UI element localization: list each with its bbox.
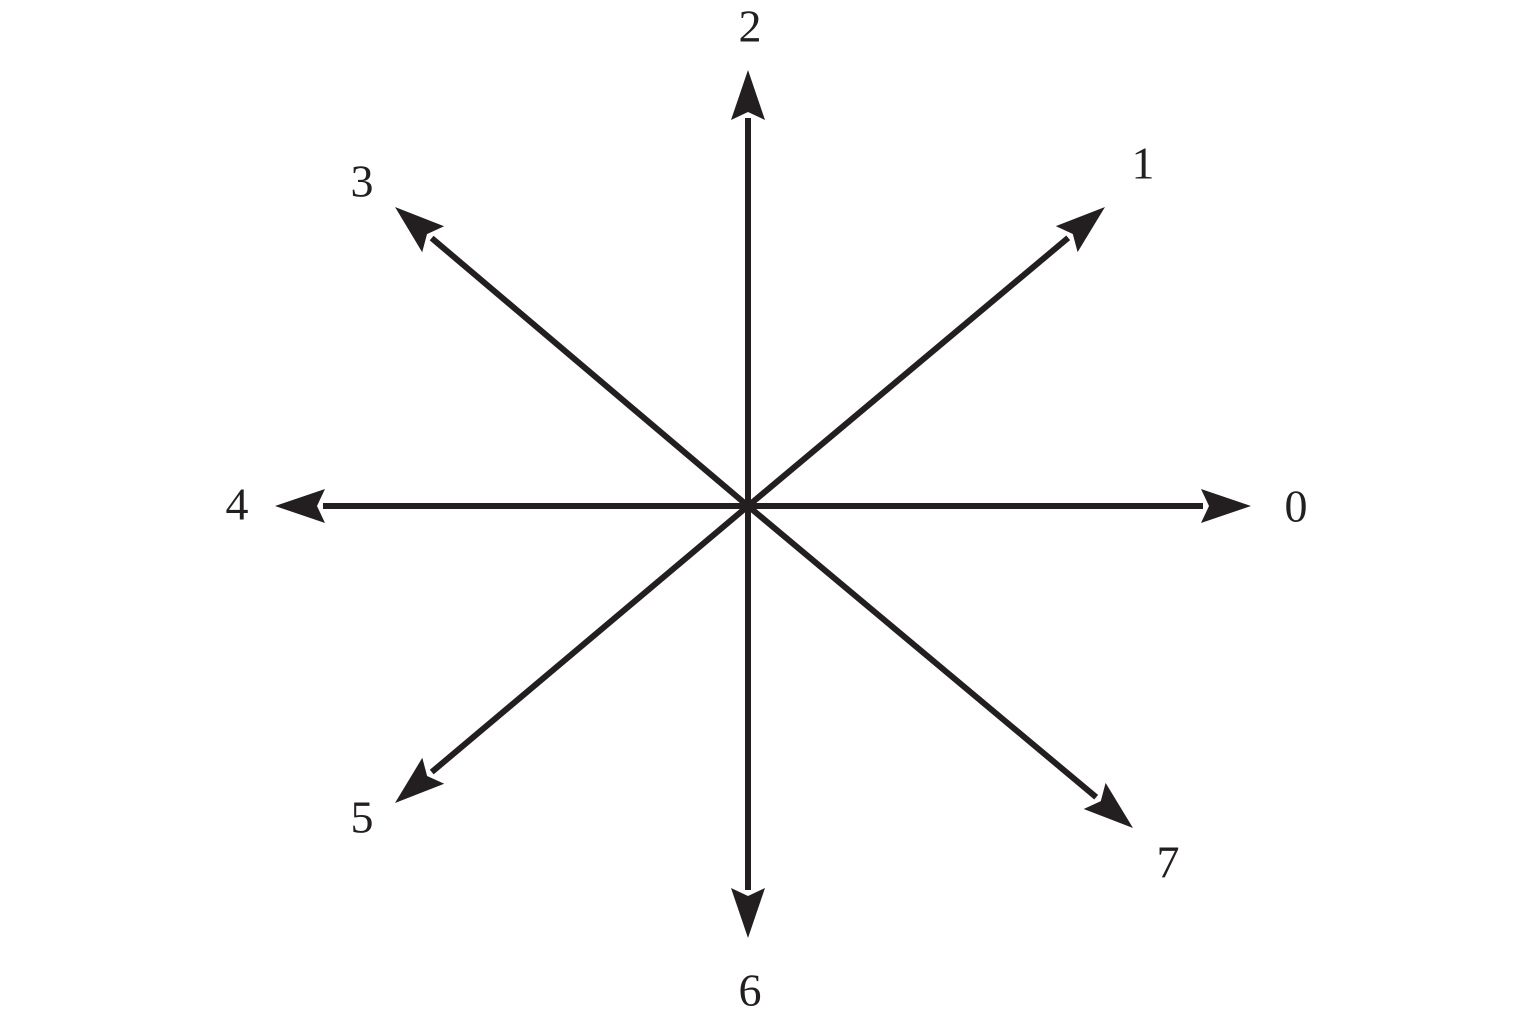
arrow-head-5 [395,757,445,803]
direction-label-1: 1 [1132,138,1155,189]
direction-label-7: 7 [1157,837,1180,888]
direction-label-3: 3 [351,156,374,207]
direction-label-0: 0 [1285,481,1308,532]
direction-label-5: 5 [351,792,374,843]
arrow-shaft-3 [429,235,750,509]
direction-label-2: 2 [739,1,762,52]
arrows-group [275,70,1251,938]
arrow-head-3 [395,207,445,253]
labels-group: 0 1 2 3 4 5 6 7 [226,1,1308,1016]
arrow-head-4 [275,489,325,523]
arrow-head-2 [731,70,765,120]
arrow-head-0 [1201,489,1251,523]
arrow-shaft-5 [429,503,750,775]
arrow-head-1 [1055,207,1105,253]
direction-label-6: 6 [739,965,762,1016]
arrow-shaft-1 [746,235,1071,509]
direction-label-4: 4 [226,479,249,530]
arrow-head-7 [1083,782,1133,828]
arrow-shaft-7 [746,503,1099,800]
arrow-head-6 [731,888,765,938]
